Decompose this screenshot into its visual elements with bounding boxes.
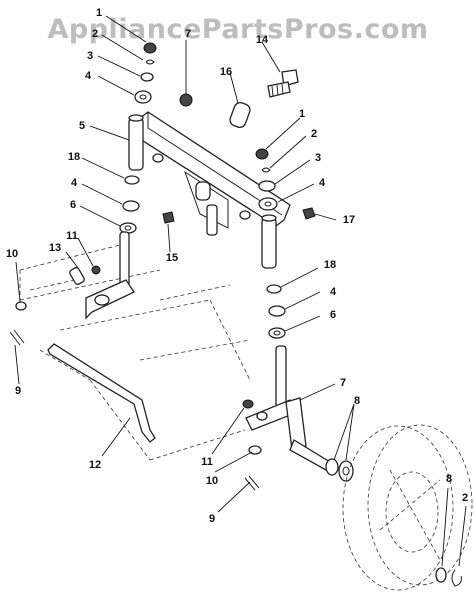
callout-5: 5 bbox=[78, 120, 86, 132]
spacer-16 bbox=[229, 102, 251, 128]
callout-2: 2 bbox=[91, 28, 99, 40]
callout-4: 4 bbox=[84, 70, 92, 82]
callout-12: 12 bbox=[88, 459, 102, 471]
right-lower-washers bbox=[266, 284, 286, 339]
callout-4: 4 bbox=[318, 177, 326, 189]
callout-4: 4 bbox=[70, 177, 78, 189]
callout-11: 11 bbox=[66, 230, 78, 242]
callout-6: 6 bbox=[69, 199, 77, 211]
tie-rod-12 bbox=[47, 343, 156, 443]
callout-10: 10 bbox=[5, 248, 19, 260]
callout-8: 8 bbox=[445, 473, 453, 485]
callout-1: 1 bbox=[298, 108, 306, 120]
left-lower-washers bbox=[119, 175, 140, 234]
leader-lines bbox=[14, 15, 467, 567]
right-upper-hardware-stack bbox=[255, 148, 278, 211]
callout-8: 8 bbox=[353, 395, 361, 407]
bolt-14 bbox=[267, 69, 299, 98]
callout-10: 10 bbox=[205, 475, 219, 487]
right-steering-spindle bbox=[242, 345, 331, 491]
callout-6: 6 bbox=[329, 309, 337, 321]
front-wheel bbox=[342, 424, 473, 591]
callout-2: 2 bbox=[461, 492, 469, 504]
callout-9: 9 bbox=[14, 385, 22, 397]
callout-1: 1 bbox=[95, 7, 103, 19]
wheel-retainer bbox=[435, 567, 462, 587]
callout-3: 3 bbox=[314, 152, 322, 164]
callout-17: 17 bbox=[342, 214, 356, 226]
left-steering-spindle bbox=[69, 231, 135, 320]
nut-15 bbox=[162, 211, 175, 224]
callout-9: 9 bbox=[208, 513, 216, 525]
bushing-7-top bbox=[179, 40, 193, 107]
callout-4: 4 bbox=[329, 286, 337, 298]
callout-16: 16 bbox=[219, 66, 233, 78]
callout-7: 7 bbox=[339, 377, 347, 389]
left-upper-hardware-stack bbox=[134, 42, 157, 104]
right-spindle-tube bbox=[261, 214, 277, 269]
callout-15: 15 bbox=[165, 252, 179, 264]
callout-13: 13 bbox=[48, 242, 62, 254]
callout-14: 14 bbox=[255, 34, 269, 46]
callout-7: 7 bbox=[184, 28, 192, 40]
callout-2: 2 bbox=[310, 128, 318, 140]
callout-18: 18 bbox=[323, 259, 337, 271]
callout-18: 18 bbox=[67, 151, 81, 163]
nut-17 bbox=[302, 207, 316, 220]
callout-11: 11 bbox=[201, 456, 213, 468]
axle-washers-8 bbox=[325, 458, 354, 482]
left-washer-and-pin bbox=[9, 301, 27, 346]
callout-3: 3 bbox=[86, 50, 94, 62]
left-spindle-tube bbox=[128, 114, 144, 171]
axle-beam bbox=[136, 111, 291, 236]
